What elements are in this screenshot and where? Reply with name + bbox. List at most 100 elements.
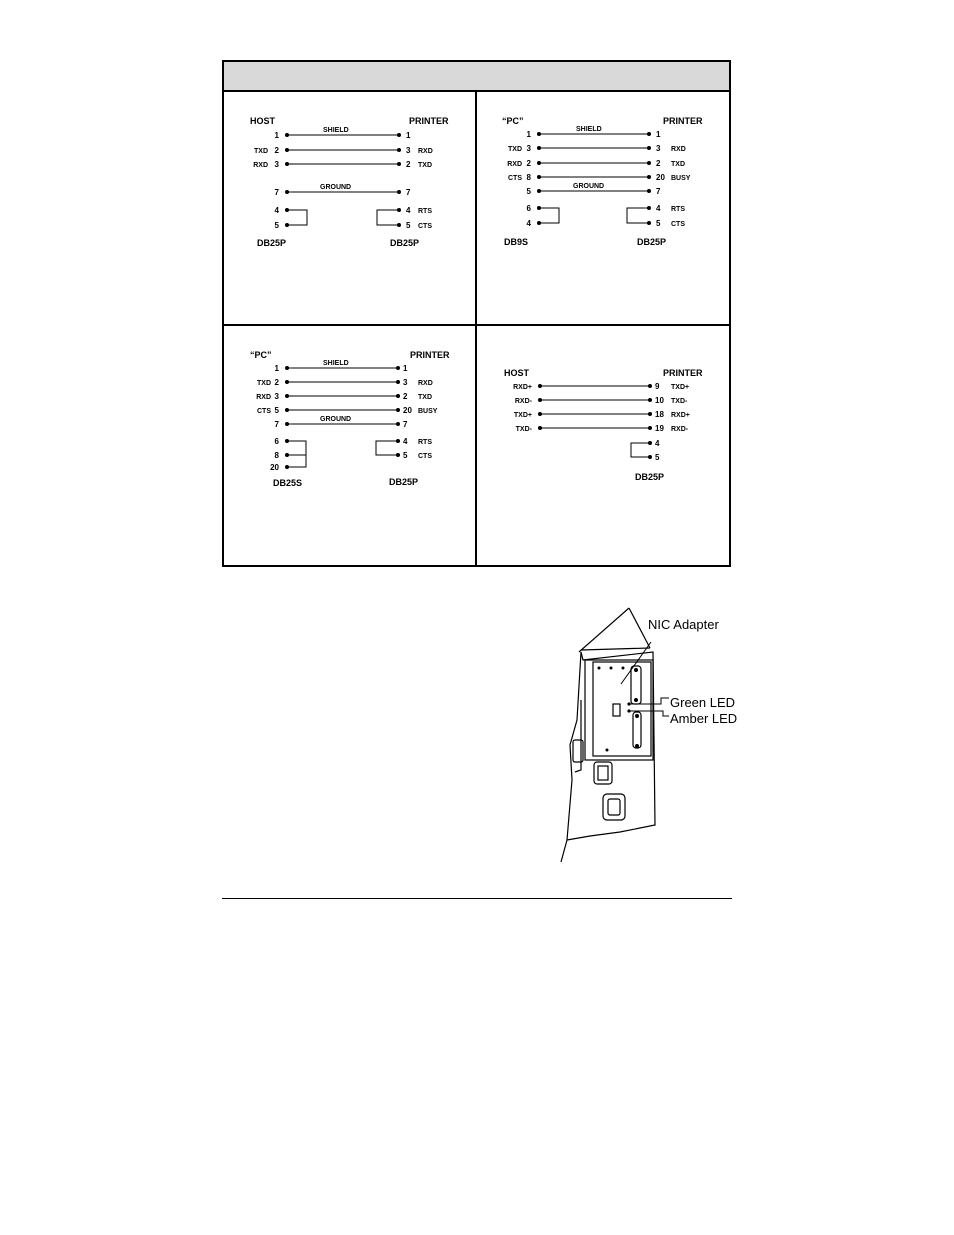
pin-label: 7 bbox=[275, 420, 280, 429]
pin-label: 10 bbox=[655, 396, 664, 405]
signal-label: RTS bbox=[418, 208, 432, 215]
pin-label: 5 bbox=[656, 219, 661, 228]
shield-label: SHIELD bbox=[576, 126, 602, 133]
pin-label: 2 bbox=[275, 146, 280, 155]
signal-label: TXD- bbox=[671, 398, 688, 405]
pin-label: 2 bbox=[403, 392, 408, 401]
pin-label: 4 bbox=[406, 206, 411, 215]
signal-label: CTS bbox=[671, 221, 685, 228]
pin-label: 9 bbox=[655, 382, 660, 391]
pin-label: 3 bbox=[527, 144, 532, 153]
pin-label: 3 bbox=[403, 378, 408, 387]
signal-label: TXD+ bbox=[514, 412, 532, 419]
signal-label: RXD bbox=[418, 380, 433, 387]
pin-label: 4 bbox=[656, 204, 661, 213]
signal-label: RXD- bbox=[515, 398, 533, 405]
pinout-diagram-1: HOST PRINTER SHIELD GROUND 1 2 3 7 4 5 T… bbox=[250, 116, 449, 248]
right-connector-label: DB25P bbox=[637, 237, 666, 247]
pin-label: 5 bbox=[403, 451, 408, 460]
page-bottom-rule bbox=[222, 898, 732, 899]
pin-label: 4 bbox=[527, 219, 532, 228]
signal-label: RXD- bbox=[671, 426, 689, 433]
pc-title: “PC” bbox=[502, 116, 524, 126]
amber-led-label: Amber LED bbox=[670, 711, 737, 726]
pin-label: 5 bbox=[406, 221, 411, 230]
pin-label: 3 bbox=[406, 146, 411, 155]
pin-label: 1 bbox=[656, 130, 661, 139]
pin-label: 7 bbox=[656, 187, 661, 196]
pin-label: 1 bbox=[527, 130, 532, 139]
pin-label: 8 bbox=[527, 173, 532, 182]
table-horizontal-divider bbox=[224, 324, 729, 326]
amber-led-leader-line bbox=[629, 710, 669, 717]
left-connector-label: DB25S bbox=[273, 478, 302, 488]
signal-label: RXD bbox=[507, 161, 522, 168]
pin-label: 2 bbox=[527, 159, 532, 168]
signal-label: CTS bbox=[508, 175, 522, 182]
ground-label: GROUND bbox=[320, 184, 351, 191]
printer-title: PRINTER bbox=[410, 350, 450, 360]
signal-label: TXD- bbox=[516, 426, 533, 433]
pin-label: 6 bbox=[527, 204, 532, 213]
pin-label: 5 bbox=[527, 187, 532, 196]
pin-label: 5 bbox=[275, 406, 280, 415]
pin-label: 3 bbox=[275, 392, 280, 401]
pin-label: 1 bbox=[275, 131, 280, 140]
printer-title: PRINTER bbox=[663, 116, 703, 126]
pin-label: 1 bbox=[275, 364, 280, 373]
pin-label: 2 bbox=[275, 378, 280, 387]
table-header-bar bbox=[224, 62, 729, 92]
nic-adapter-label: NIC Adapter bbox=[648, 617, 719, 632]
nic-leader-line bbox=[620, 641, 652, 685]
signal-label: RTS bbox=[418, 439, 432, 446]
pin-label: 7 bbox=[403, 420, 408, 429]
signal-label: RXD bbox=[253, 162, 268, 169]
right-connector-label: DB25P bbox=[390, 238, 419, 248]
signal-label: TXD bbox=[257, 380, 271, 387]
pin-label: 2 bbox=[406, 160, 411, 169]
printer-title: PRINTER bbox=[663, 368, 703, 378]
ground-label: GROUND bbox=[573, 183, 604, 190]
right-connector-label: DB25P bbox=[635, 472, 664, 482]
pin-label: 4 bbox=[655, 439, 660, 448]
pin-label: 20 bbox=[403, 406, 412, 415]
signal-label: TXD bbox=[418, 394, 432, 401]
signal-label: RXD bbox=[256, 394, 271, 401]
printer-title: PRINTER bbox=[409, 116, 449, 126]
signal-label: RXD bbox=[671, 146, 686, 153]
pin-label: 5 bbox=[275, 221, 280, 230]
signal-label: CTS bbox=[418, 223, 432, 230]
pin-label: 8 bbox=[275, 451, 280, 460]
signal-label: RXD bbox=[418, 148, 433, 155]
pin-label: 3 bbox=[656, 144, 661, 153]
left-connector-label: DB25P bbox=[257, 238, 286, 248]
pin-label: 4 bbox=[403, 437, 408, 446]
cable-pinout-table: HOST PRINTER SHIELD GROUND 1 2 3 7 4 5 T… bbox=[222, 60, 731, 567]
signal-label: RXD+ bbox=[513, 384, 532, 391]
nic-adapter-figure: NIC Adapter Green LED Amber LED bbox=[545, 600, 745, 867]
green-led-label: Green LED bbox=[670, 695, 735, 710]
signal-label: RXD+ bbox=[671, 412, 690, 419]
pin-label: 1 bbox=[406, 131, 411, 140]
signal-label: TXD bbox=[254, 148, 268, 155]
shield-label: SHIELD bbox=[323, 127, 349, 134]
right-connector-label: DB25P bbox=[389, 477, 418, 487]
shield-label: SHIELD bbox=[323, 360, 349, 367]
signal-label: CTS bbox=[257, 408, 271, 415]
host-title: HOST bbox=[504, 368, 530, 378]
pin-label: 3 bbox=[275, 160, 280, 169]
host-title: HOST bbox=[250, 116, 276, 126]
signal-label: TXD bbox=[671, 161, 685, 168]
pc-title: “PC” bbox=[250, 350, 272, 360]
signal-label: BUSY bbox=[671, 175, 691, 182]
pinout-diagram-3: “PC” PRINTER SHIELD GROUND 1 2 3 5 7 6 8… bbox=[250, 350, 450, 488]
pin-label: 19 bbox=[655, 424, 664, 433]
signal-label: RTS bbox=[671, 206, 685, 213]
pin-label: 7 bbox=[406, 188, 411, 197]
signal-label: CTS bbox=[418, 453, 432, 460]
signal-label: BUSY bbox=[418, 408, 438, 415]
pin-label: 7 bbox=[275, 188, 280, 197]
pin-label: 1 bbox=[403, 364, 408, 373]
pin-label: 18 bbox=[655, 410, 664, 419]
signal-label: TXD bbox=[508, 146, 522, 153]
